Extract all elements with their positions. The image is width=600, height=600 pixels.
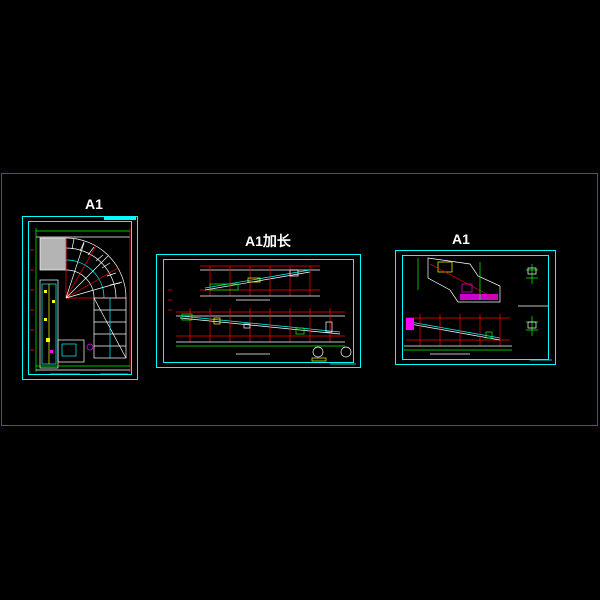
- sheet-1-plan: [30, 217, 136, 375]
- sheet-2-frame[interactable]: [156, 254, 361, 368]
- sheet-3-border: [402, 255, 549, 360]
- sheet-2-border: [163, 259, 354, 363]
- sheet-1-frame[interactable]: [22, 216, 138, 380]
- sheet-3-details: [404, 257, 552, 361]
- sheet-2-sections: [168, 265, 356, 365]
- sheet-2-label: A1加长: [245, 233, 291, 249]
- drawing-extents-frame: [1, 173, 598, 426]
- sheet-3-frame[interactable]: [395, 250, 556, 365]
- sheet-1-border: [28, 221, 132, 375]
- sheet-1-label: A1: [85, 196, 103, 212]
- sheet-3-label: A1: [452, 231, 470, 247]
